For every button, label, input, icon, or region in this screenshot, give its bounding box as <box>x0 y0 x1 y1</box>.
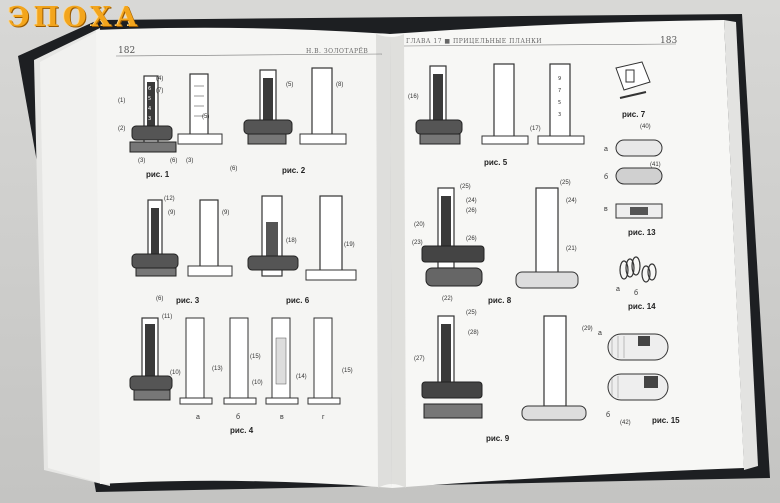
figure-3-caption: рис. 3 <box>176 296 200 305</box>
svg-text:7: 7 <box>558 88 561 94</box>
figure-3-drawing <box>131 199 233 277</box>
fig13-sub-v: в <box>604 206 608 213</box>
fig2-label: (8) <box>336 82 344 88</box>
fig8-label: (24) <box>466 198 477 204</box>
figure-5-caption: рис. 5 <box>484 158 508 167</box>
right-running-header: ГЛАВА 17 ■ ПРИЦЕЛЬНЫЕ ПЛАНКИ <box>406 38 542 45</box>
fig4-label: (13) <box>212 366 223 372</box>
fig1-label: (2) <box>118 126 126 132</box>
fig4-label: (14) <box>296 374 307 380</box>
svg-text:5: 5 <box>558 100 561 106</box>
fig4-label: (10) <box>252 380 263 386</box>
figure-13-drawing <box>615 139 663 219</box>
svg-text:6: 6 <box>148 86 151 92</box>
figure-9-caption: рис. 9 <box>486 434 510 443</box>
fig4-sub-a: а <box>196 414 200 421</box>
right-page-number: 183 <box>660 36 678 46</box>
left-page-number: 182 <box>118 46 136 56</box>
fig2-label: (6) <box>230 166 238 172</box>
fig4-label: (10) <box>170 370 181 376</box>
fig8-label: (22) <box>442 296 453 302</box>
figure-5-drawing: 9 7 5 3 <box>415 63 585 145</box>
fig1-label: (5) <box>202 114 210 120</box>
fig8-label: (26) <box>466 236 477 242</box>
fig1-label: (4) <box>156 76 164 82</box>
figure-7-drawing <box>615 61 651 99</box>
figure-15-caption: рис. 15 <box>652 416 680 425</box>
fig8-label: (20) <box>414 222 425 228</box>
fig15-sub-b: б <box>606 412 611 419</box>
fig8-label: (25) <box>560 180 571 186</box>
fig8-label: (21) <box>566 246 577 252</box>
figure-1-caption: рис. 1 <box>146 170 170 179</box>
fig5-label: (16) <box>408 94 419 100</box>
fig13-label: (41) <box>650 162 661 168</box>
figure-6-drawing <box>247 195 357 281</box>
svg-text:5: 5 <box>148 96 151 102</box>
figure-4-caption: рис. 4 <box>230 426 254 435</box>
svg-text:3: 3 <box>148 116 151 122</box>
fig13-sub-b: б <box>604 174 609 181</box>
fig3-label: (12) <box>164 196 175 202</box>
fig1-label: (3) <box>138 158 146 164</box>
figure-7-caption: рис. 7 <box>622 110 646 119</box>
figure-15-drawing <box>607 333 669 401</box>
fig9-label: (28) <box>468 330 479 336</box>
fig15-sub-a: а <box>598 330 602 337</box>
figure-2-caption: рис. 2 <box>282 166 306 175</box>
fig5-label: (17) <box>530 126 541 132</box>
fig9-label: (29) <box>582 326 593 332</box>
figure-8-caption: рис. 8 <box>488 296 512 305</box>
fig4-label: (11) <box>162 314 173 320</box>
fig6-label: (18) <box>286 238 297 244</box>
fig1-label: (7) <box>156 88 164 94</box>
fig14-sub-b: б <box>634 290 639 297</box>
fig1-label: (3) <box>186 158 194 164</box>
watermark-logo: ЭПОХА <box>8 2 142 33</box>
fig3-label: (6) <box>156 296 164 302</box>
fig13-sub-a: а <box>604 146 608 153</box>
fig4-sub-g: г <box>322 414 325 421</box>
figure-6-caption: рис. 6 <box>286 296 310 305</box>
figure-4-drawing <box>129 317 341 405</box>
fig8-label: (26) <box>466 208 477 214</box>
figure-1-drawing: 65432 <box>129 73 223 153</box>
fig8-label: (23) <box>412 240 423 246</box>
fig3-label: (9) <box>222 210 230 216</box>
figure-13-caption: рис. 13 <box>628 228 656 237</box>
fig4-sub-b: б <box>236 414 241 421</box>
fig1-label: (6) <box>170 158 178 164</box>
fig9-label: (27) <box>414 356 425 362</box>
fig9-label: (25) <box>466 310 477 316</box>
fig2-label: (5) <box>286 82 294 88</box>
svg-text:4: 4 <box>148 106 151 112</box>
fig15-label: (42) <box>620 420 631 426</box>
fig13-label: (40) <box>640 124 651 130</box>
svg-text:3: 3 <box>558 112 561 118</box>
figure-2-drawing <box>243 67 347 145</box>
fig4-label: (15) <box>250 354 261 360</box>
fig8-label: (24) <box>566 198 577 204</box>
figure-14-caption: рис. 14 <box>628 302 656 311</box>
fig4-sub-v: в <box>280 414 284 421</box>
fig6-label: (19) <box>344 242 355 248</box>
figure-9-drawing <box>421 315 587 421</box>
fig1-label: (1) <box>118 98 126 104</box>
figure-8-drawing <box>421 187 579 289</box>
fig4-label: (15) <box>342 368 353 374</box>
fig14-sub-a: а <box>616 286 620 293</box>
fig8-label: (25) <box>460 184 471 190</box>
fig3-label: (9) <box>168 210 176 216</box>
figure-14-drawing <box>619 256 657 283</box>
svg-text:9: 9 <box>558 76 561 82</box>
left-running-header: Н.В. ЗОЛОТАРЁВ <box>306 48 369 55</box>
